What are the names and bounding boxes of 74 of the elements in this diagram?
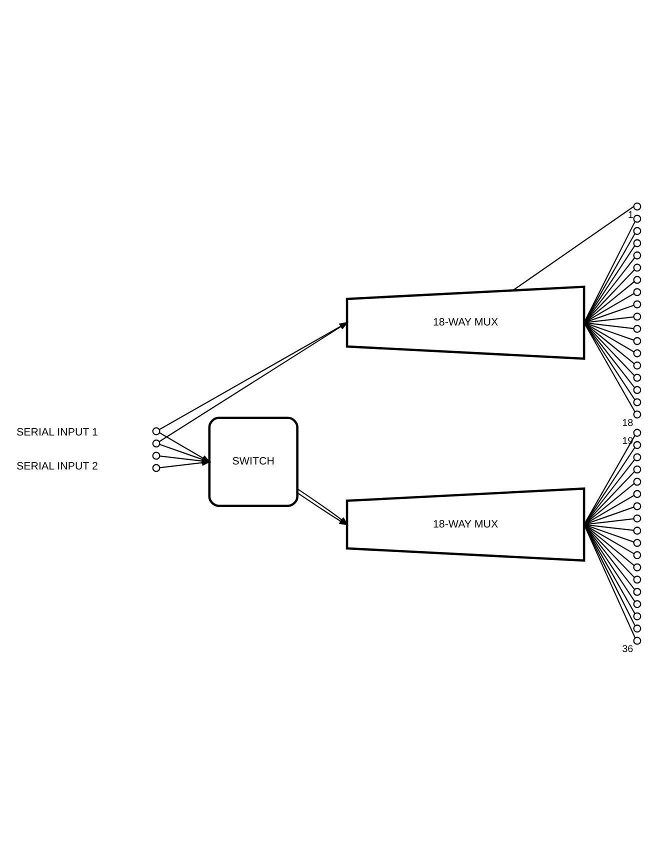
node-circle: [633, 386, 642, 394]
node-circle: [633, 612, 642, 620]
node-circle: [633, 465, 642, 474]
node-circle: [633, 477, 642, 486]
connector: [584, 524, 634, 542]
connector: [584, 524, 634, 554]
node-circle: [633, 324, 642, 332]
node-circle: [152, 463, 160, 472]
node-circle: [633, 361, 642, 370]
node-circle: [152, 426, 160, 435]
node-circle: [633, 238, 642, 247]
node-circle: [633, 288, 642, 296]
node-circle: [633, 575, 642, 584]
connector: [584, 470, 635, 524]
node-circle: [633, 300, 642, 308]
node-box: SWITCH: [208, 416, 298, 506]
connector: [584, 518, 634, 525]
node-circle: [633, 538, 642, 546]
node-circle: [633, 440, 642, 449]
connector: [584, 524, 635, 578]
node-box: 18-WAY MUX: [346, 285, 586, 360]
connector: [512, 206, 634, 290]
connector: [584, 459, 635, 524]
node-circle: [633, 452, 642, 461]
connector: [584, 322, 634, 352]
node-circle: [633, 398, 642, 406]
node-circle: [633, 250, 642, 259]
node-circle: [633, 489, 642, 498]
connector: [584, 322, 634, 329]
node-label: 18: [622, 417, 634, 428]
connector: [584, 482, 635, 525]
connector: [584, 268, 635, 323]
node-circle: [633, 373, 642, 382]
node-circle: [633, 624, 642, 632]
connector: [584, 322, 634, 340]
connector: [584, 524, 635, 590]
node-circle: [633, 587, 642, 596]
connector: [584, 322, 635, 364]
connector: [584, 322, 635, 376]
node-circle: [633, 600, 642, 608]
connector: [584, 280, 635, 323]
connector: [584, 322, 635, 388]
node-circle: [633, 202, 642, 210]
connector: [584, 524, 635, 566]
node-circle: [633, 336, 642, 345]
node-box: 18-WAY MUX: [346, 486, 586, 562]
node-circle: [633, 514, 642, 522]
connector: [584, 257, 635, 323]
node-circle: [633, 226, 642, 234]
node-label: 36: [622, 644, 634, 655]
node-circle: [633, 428, 642, 436]
node-circle: [633, 312, 642, 320]
node-circle: [633, 214, 642, 222]
label: SERIAL INPUT 2: [16, 460, 98, 472]
node-circle: [152, 451, 160, 460]
node-circle: [633, 348, 642, 357]
node-circle: [633, 502, 642, 510]
node-circle: [633, 526, 642, 534]
connector: [584, 506, 634, 525]
label: SERIAL INPUT 1: [16, 426, 98, 438]
node-circle: [633, 562, 642, 571]
connector: [584, 316, 634, 323]
node-circle: [633, 410, 642, 418]
node-circle: [152, 439, 160, 448]
node-circle: [633, 275, 642, 284]
node-circle: [633, 550, 642, 559]
arrow: [160, 459, 212, 468]
connector: [584, 524, 634, 530]
node-circle: [633, 636, 642, 644]
node-circle: [633, 263, 642, 272]
node-label: 1: [628, 209, 634, 220]
connector: [584, 494, 634, 525]
connector: [584, 292, 634, 323]
connector: [584, 304, 634, 323]
